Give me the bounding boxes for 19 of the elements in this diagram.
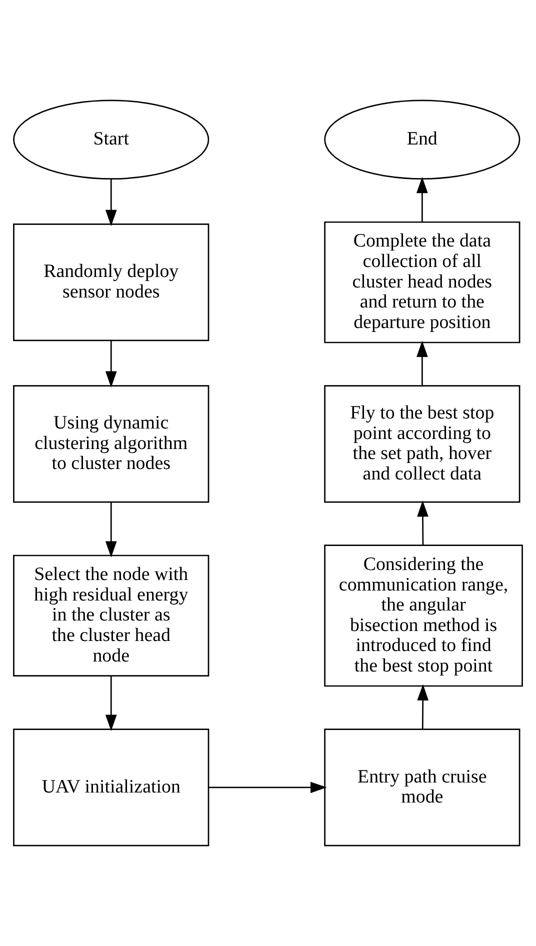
arrow [416, 176, 428, 222]
node-box: Entry path cruise mode [324, 728, 520, 846]
arrow [208, 782, 327, 794]
node-ellipse: End [324, 100, 520, 180]
node-box: UAV initialization [13, 728, 210, 846]
node-box: Complete the data collection of all cluster head nodes and return to the departure position [324, 221, 520, 344]
arrow [417, 684, 429, 730]
node-box: Select the node with high residual energy in the cluster as the cluster head node [13, 554, 210, 677]
arrow [417, 500, 428, 545]
node-box: Considering the communication range, the angular bisection method is introduced to find the best stop point [324, 544, 523, 687]
node-box: Fly to the best stop point according to the set path, hover and collect data [324, 385, 520, 503]
arrow [105, 502, 117, 558]
arrow [105, 178, 117, 226]
arrow [105, 340, 117, 388]
node-ellipse: Start [13, 100, 210, 180]
node-box: Randomly deploy sensor nodes [13, 223, 210, 342]
arrow [105, 676, 117, 732]
arrow [416, 340, 428, 386]
node-box: Using dynamic clustering algorithm to cluster nodes [13, 385, 210, 503]
